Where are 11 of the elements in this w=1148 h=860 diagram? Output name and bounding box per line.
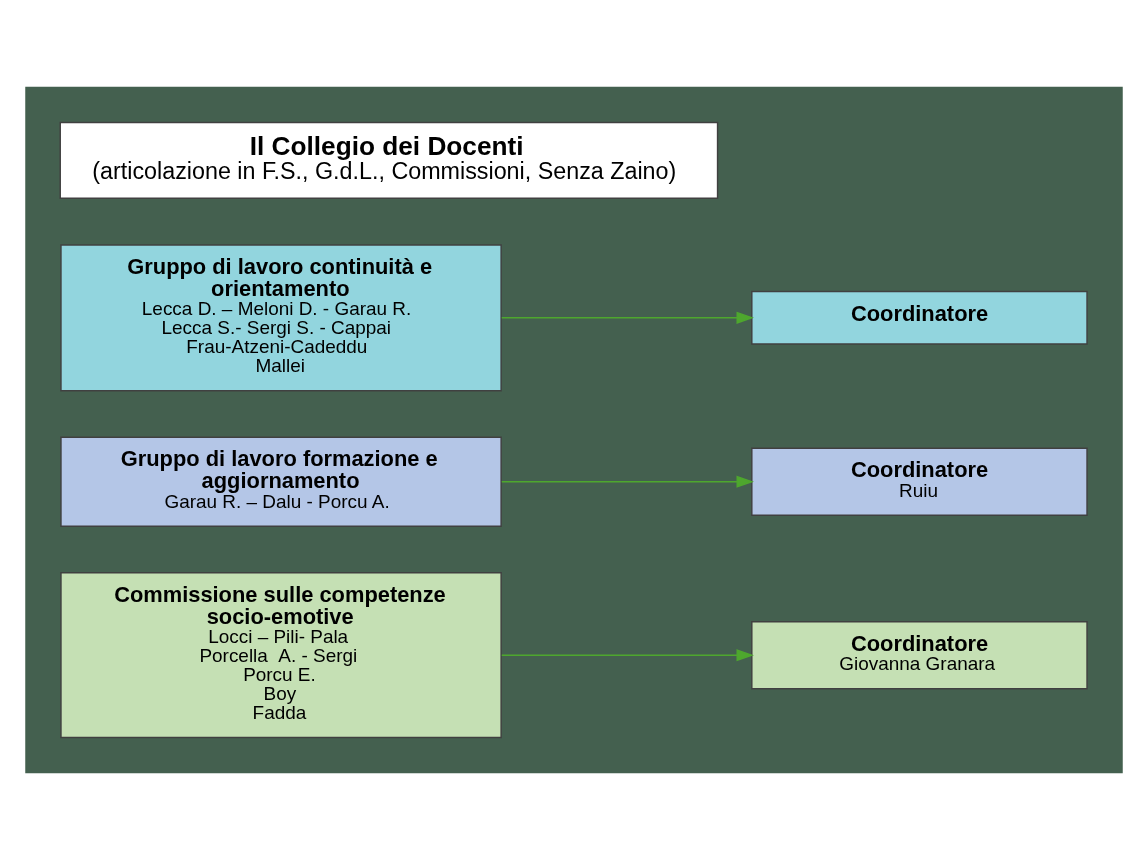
node-box: Il Collegio dei Docenti (articolazione in F.S., G.d.L., Commissioni, Senza Zaino) <box>59 121 719 199</box>
node-box: Commissione sulle competenze socio-emotive Locci – Pili- Pala Porcella A. - Sergi Porcu E. Boy Fadda <box>60 572 502 739</box>
arrow <box>501 649 754 662</box>
arrow <box>501 311 754 324</box>
node-box: Coordinatore Giovanna Granara <box>751 620 1088 690</box>
arrow <box>501 475 754 488</box>
node-box: Coordinatore Ruiu <box>751 447 1088 516</box>
node-box: Gruppo di lavoro continuità e orientamento Lecca D. – Meloni D. - Garau R. Lecca S.- Sergi S. - Cappai Frau-Atzeni-Cadeddu Mallei <box>60 244 502 392</box>
cluster <box>25 86 1123 774</box>
node-box: Coordinatore <box>751 290 1088 345</box>
node-box: Gruppo di lavoro formazione e aggiornamento Garau R. – Dalu - Porcu A. <box>60 436 502 527</box>
